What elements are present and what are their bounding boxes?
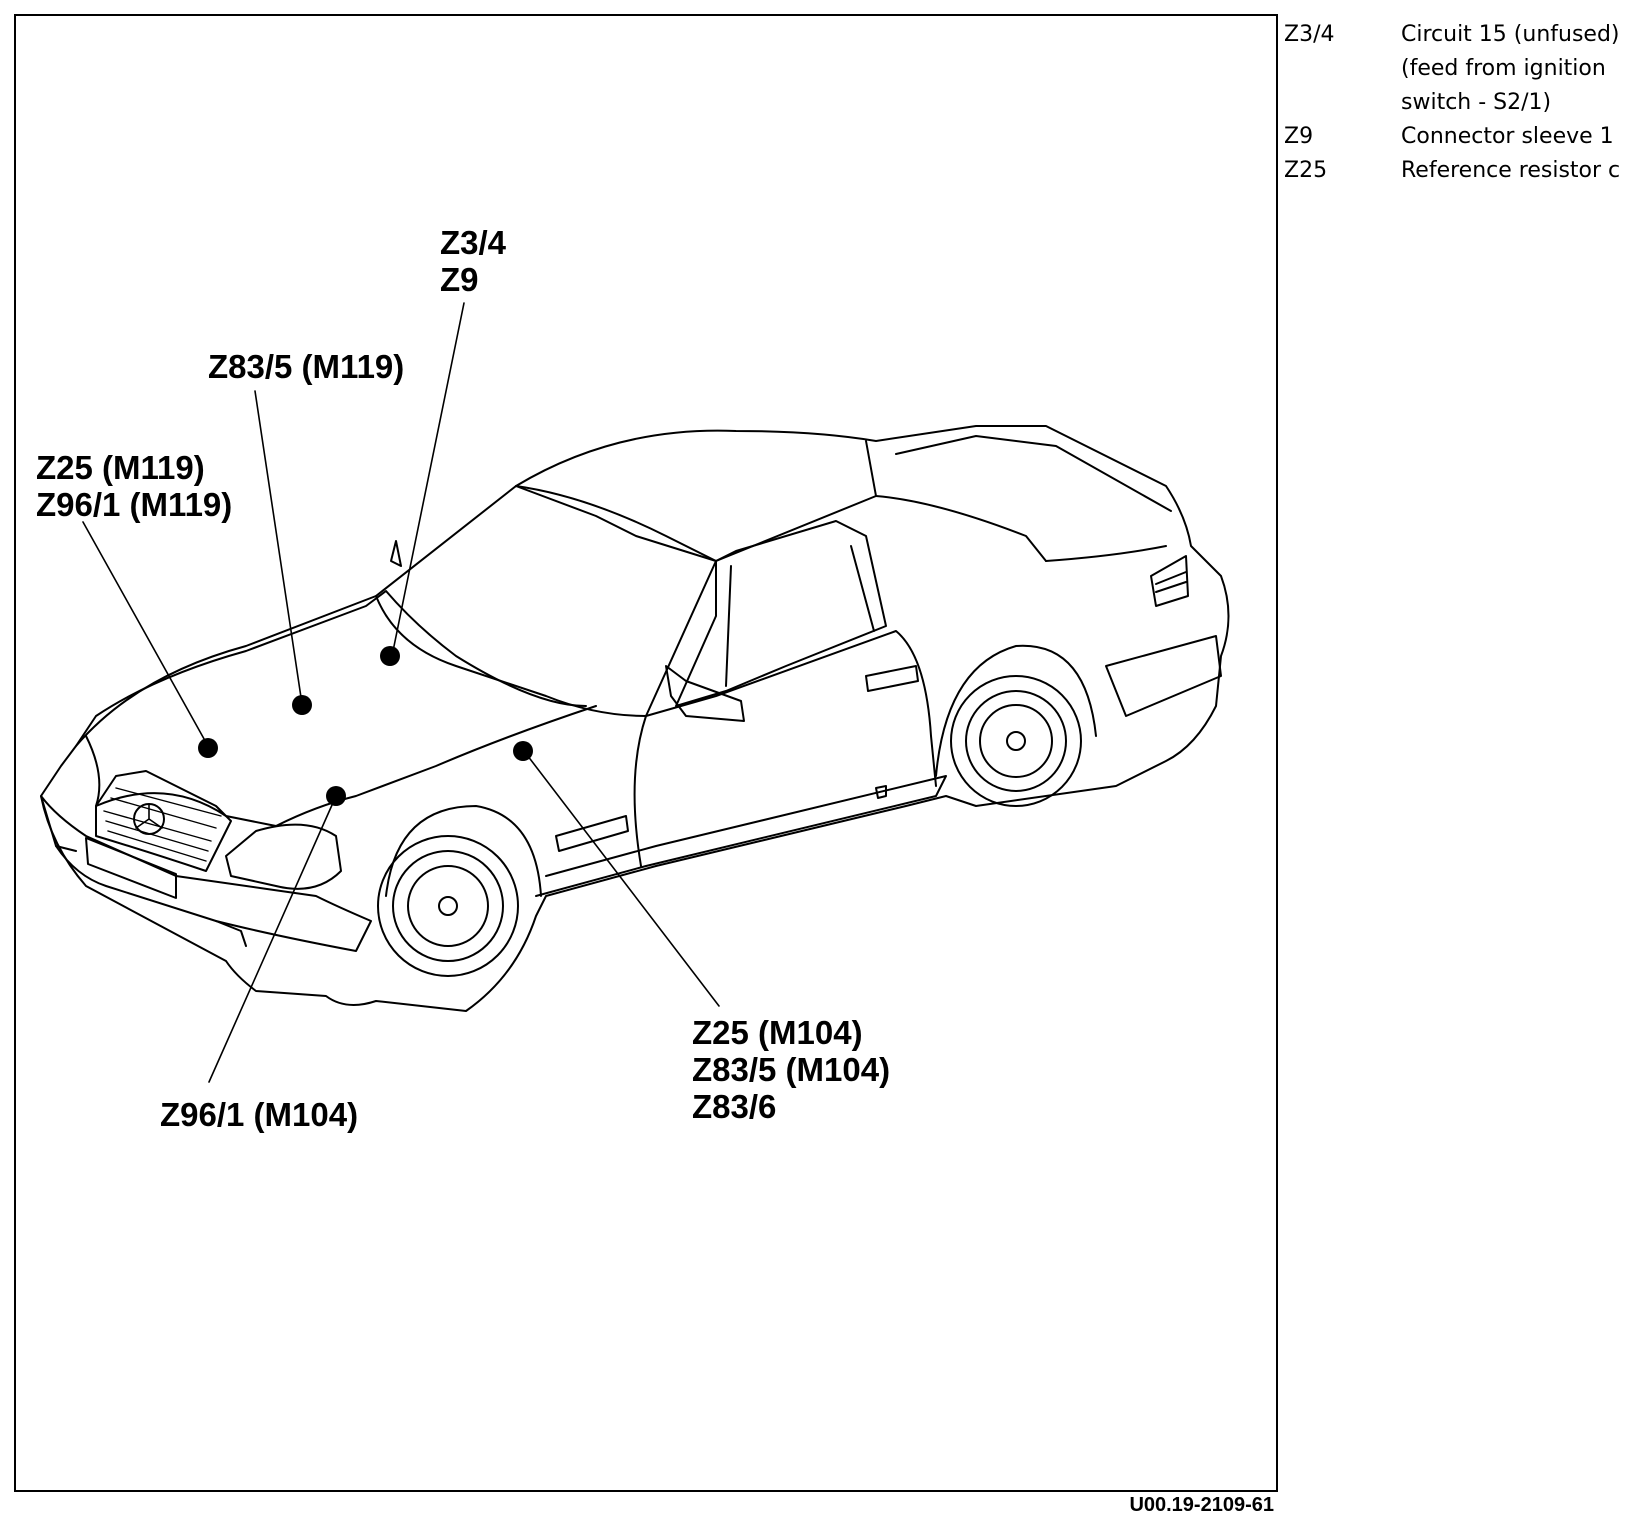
- car-illustration: [40, 302, 1230, 1083]
- callout-fender-line: Z83/5 (M104): [692, 1051, 891, 1088]
- callout-front-line: Z96/1 (M104): [160, 1096, 359, 1133]
- rear-bumper: [1105, 635, 1222, 717]
- legend-desc-line: (feed from ignition: [1401, 56, 1606, 81]
- legend: Z3/4 Circuit 15 (unfused) (feed from ign…: [1284, 18, 1648, 188]
- rear-hub-emblem: [1006, 731, 1026, 751]
- car-body-outline: [40, 425, 1230, 1012]
- leader-z25-m119: [82, 521, 209, 747]
- callout-fender-line: Z83/6: [692, 1088, 777, 1125]
- legend-code: Z25: [1284, 158, 1328, 183]
- front-bumper: [40, 795, 372, 952]
- legend-code: Z9: [1284, 124, 1314, 149]
- side-mirror: [665, 665, 745, 722]
- legend-row: Z9 Connector sleeve 1: [1284, 120, 1648, 154]
- side-skirt: [535, 775, 947, 897]
- door-outline: [633, 630, 937, 867]
- callout-hood-left-line: Z96/1 (M119): [36, 486, 233, 523]
- callout-top-line: Z9: [440, 261, 479, 298]
- leader-z3-4: [391, 302, 465, 657]
- legend-row: Z3/4 Circuit 15 (unfused) (feed from ign…: [1284, 18, 1648, 120]
- legend-desc-line: Connector sleeve 1: [1401, 124, 1614, 149]
- callout-hood-mid: Z83/5 (M119): [208, 348, 404, 385]
- leader-z96-1-m104: [208, 795, 337, 1083]
- callout-hood-left: Z25 (M119) Z96/1 (M119): [36, 449, 232, 523]
- windshield-outline: [375, 485, 717, 717]
- callout-fender-line: Z25 (M104): [692, 1014, 863, 1051]
- callout-front: Z96/1 (M104): [160, 1096, 358, 1133]
- front-wheel-arch: [385, 805, 542, 897]
- leader-z83-5-m119: [254, 390, 303, 705]
- callout-fender: Z25 (M104) Z83/5 (M104) Z83/6: [692, 1014, 890, 1125]
- hood-outline: [75, 590, 587, 747]
- callout-hood-mid-line: Z83/5 (M119): [208, 348, 405, 385]
- figure-number: U00.19-2109-61: [1129, 1494, 1274, 1516]
- marker-z96-1-m104: [326, 786, 346, 806]
- front-wheel: [377, 835, 519, 977]
- front-hub-emblem: [438, 896, 458, 916]
- marker-z25-m119: [198, 738, 218, 758]
- star-emblem: [133, 803, 165, 835]
- legend-desc-line: switch - S2/1): [1401, 90, 1552, 115]
- callout-hood-left-line: Z25 (M119): [36, 449, 205, 486]
- rear-wheel-arch: [935, 644, 1097, 777]
- marker-z83-5-m119: [292, 695, 312, 715]
- callout-top: Z3/4 Z9: [440, 224, 506, 298]
- side-window: [675, 520, 887, 707]
- door-handle: [865, 665, 919, 692]
- diagram-frame: Z3/4 Z9 Z83/5 (M119) Z25 (M119) Z96/1 (M…: [14, 14, 1278, 1492]
- legend-row: Z25 Reference resistor c: [1284, 154, 1648, 188]
- headlight: [225, 823, 342, 890]
- tail-light: [1150, 555, 1189, 607]
- leader-z25-m104: [523, 750, 720, 1007]
- legend-code: Z3/4: [1284, 22, 1335, 47]
- marker-z3-4: [380, 646, 400, 666]
- legend-desc-line: Circuit 15 (unfused): [1401, 22, 1620, 47]
- license-plate: [85, 837, 177, 899]
- marker-z25-m104: [513, 741, 533, 761]
- roof-outline: [515, 485, 877, 562]
- rear-wheel: [950, 675, 1082, 807]
- callout-top-line: Z3/4: [440, 224, 507, 261]
- rear-window: [895, 435, 1172, 512]
- grille: [95, 770, 232, 872]
- legend-desc-line: Reference resistor c: [1401, 158, 1621, 183]
